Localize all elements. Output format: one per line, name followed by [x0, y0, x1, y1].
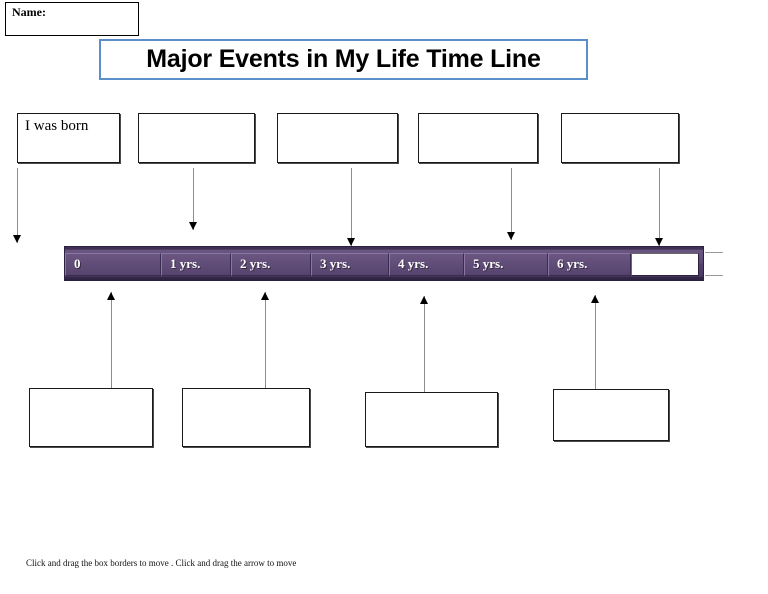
timeline-segment-3[interactable]: 2 yrs. — [231, 252, 311, 276]
page-title-box[interactable]: Major Events in My Life Time Line — [99, 39, 588, 80]
arrow-head-up-icon — [261, 292, 269, 300]
down-arrow-2[interactable] — [187, 168, 200, 230]
timeline-segment-4-label: 3 yrs. — [320, 256, 351, 271]
timeline-segment-7[interactable]: 6 yrs. — [548, 252, 631, 276]
arrow-head-up-icon — [107, 292, 115, 300]
arrow-head-up-icon — [420, 296, 428, 304]
name-field-label: Name: — [12, 5, 46, 19]
down-arrow-5-shaft — [659, 168, 660, 246]
up-arrow-1-shaft — [111, 292, 112, 388]
down-arrow-3[interactable] — [345, 168, 358, 246]
instructions-note: Click and drag the box borders to move .… — [26, 558, 297, 568]
top-event-box-3[interactable] — [277, 113, 398, 163]
top-event-box-2[interactable] — [138, 113, 255, 163]
timeline-segment-5[interactable]: 4 yrs. — [389, 252, 464, 276]
down-arrow-1[interactable] — [11, 168, 24, 243]
timeline-segment-2-label: 1 yrs. — [170, 256, 201, 271]
bottom-event-box-3[interactable] — [365, 392, 498, 447]
arrow-head-down-icon — [655, 238, 663, 246]
down-arrow-2-shaft — [193, 168, 194, 230]
down-arrow-5[interactable] — [653, 168, 666, 246]
bottom-event-box-1[interactable] — [29, 388, 153, 447]
arrow-head-up-icon — [591, 295, 599, 303]
up-arrow-4[interactable] — [589, 295, 602, 389]
up-arrow-2-shaft — [265, 292, 266, 388]
down-arrow-3-shaft — [351, 168, 352, 246]
top-event-box-5[interactable] — [561, 113, 679, 163]
timeline-resize-handle-top[interactable] — [705, 252, 723, 253]
top-event-box-1-text: I was born — [25, 118, 89, 134]
page-title: Major Events in My Life Time Line — [146, 45, 541, 73]
name-field[interactable]: Name: — [5, 2, 139, 36]
timeline-segment-6-label: 5 yrs. — [473, 256, 504, 271]
up-arrow-1[interactable] — [105, 292, 118, 388]
up-arrow-2[interactable] — [259, 292, 272, 388]
timeline-segment-3-label: 2 yrs. — [240, 256, 271, 271]
timeline-segment-4[interactable]: 3 yrs. — [311, 252, 389, 276]
timeline-resize-handle-bottom[interactable] — [705, 275, 723, 276]
up-arrow-4-shaft — [595, 295, 596, 389]
arrow-head-down-icon — [189, 222, 197, 230]
timeline-segment-6[interactable]: 5 yrs. — [464, 252, 548, 276]
top-event-box-4[interactable] — [418, 113, 538, 163]
up-arrow-3-shaft — [424, 296, 425, 392]
down-arrow-4-shaft — [511, 168, 512, 240]
timeline-segment-5-label: 4 yrs. — [398, 256, 429, 271]
arrow-head-down-icon — [507, 232, 515, 240]
down-arrow-1-shaft — [17, 168, 18, 243]
timeline-segment-blank[interactable] — [631, 252, 699, 276]
top-event-box-1[interactable]: I was born — [17, 113, 120, 163]
timeline-bar[interactable]: 0 1 yrs. 2 yrs. 3 yrs. 4 yrs. 5 yrs. 6 yrs. — [64, 246, 704, 281]
up-arrow-3[interactable] — [418, 296, 431, 392]
timeline-segment-7-label: 6 yrs. — [557, 256, 588, 271]
arrow-head-down-icon — [347, 238, 355, 246]
bottom-event-box-4[interactable] — [553, 389, 669, 441]
timeline-segment-1-label: 0 — [74, 256, 81, 271]
timeline-segment-1[interactable]: 0 — [65, 252, 161, 276]
bottom-event-box-2[interactable] — [182, 388, 310, 447]
down-arrow-4[interactable] — [505, 168, 518, 240]
arrow-head-down-icon — [13, 235, 21, 243]
timeline-segment-2[interactable]: 1 yrs. — [161, 252, 231, 276]
